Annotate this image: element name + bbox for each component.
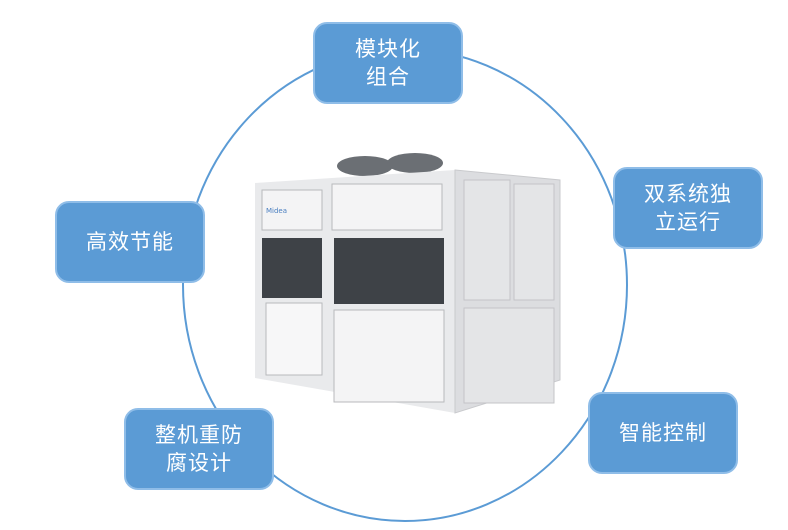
feature-label: 整机重防 xyxy=(155,423,243,447)
svg-text:Midea: Midea xyxy=(266,207,287,215)
chiller-unit-image: Midea xyxy=(255,153,561,414)
feature-box-smart-control: 智能控制 xyxy=(588,392,738,474)
feature-box-anticorrosion: 整机重防 腐设计 xyxy=(124,408,274,490)
feature-label: 智能控制 xyxy=(619,421,707,445)
feature-label: 组合 xyxy=(366,65,410,89)
feature-label: 腐设计 xyxy=(166,451,232,475)
feature-label: 双系统独 xyxy=(644,182,732,206)
feature-box-efficiency: 高效节能 xyxy=(55,201,205,283)
feature-box-dual-system: 双系统独 立运行 xyxy=(613,167,763,249)
feature-label: 模块化 xyxy=(355,37,421,61)
feature-box-modular: 模块化 组合 xyxy=(313,22,463,104)
feature-label: 立运行 xyxy=(655,210,721,234)
feature-label: 高效节能 xyxy=(86,230,174,254)
